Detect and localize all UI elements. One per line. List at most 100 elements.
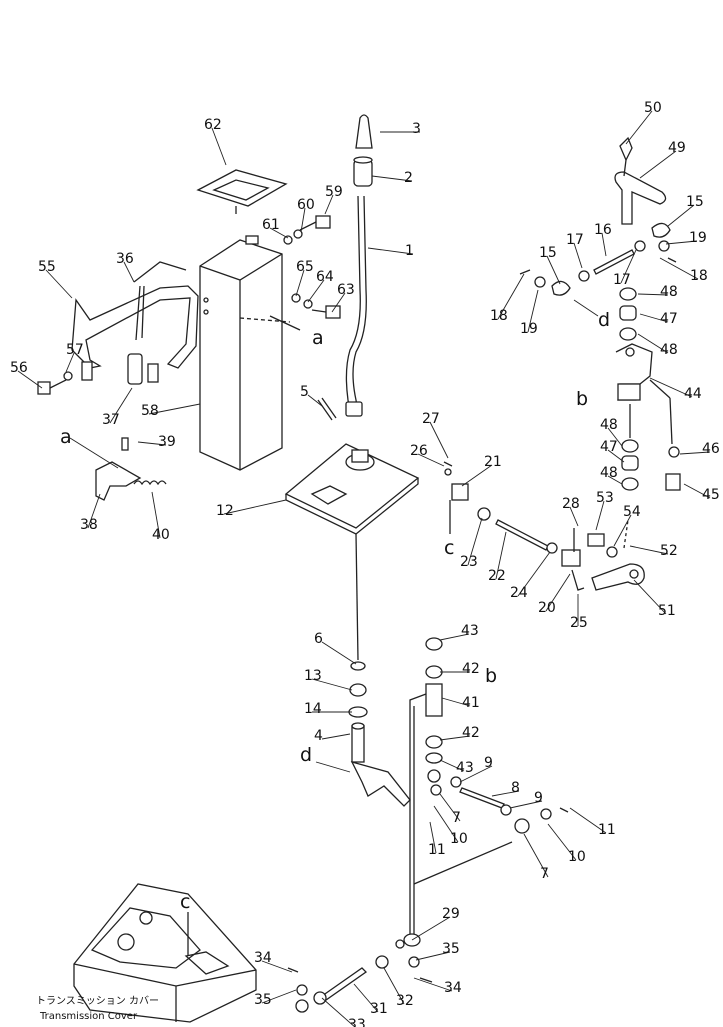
leader-line-c28: [569, 506, 579, 527]
leader-lines: [17, 110, 711, 1027]
leader-line-c48d: [607, 475, 623, 485]
leader-line-c38: [87, 493, 101, 529]
callout-c48c: 48: [600, 417, 618, 433]
leader-line-c35a: [415, 951, 451, 961]
callout-c21: 21: [484, 454, 502, 470]
callout-c35b: 35: [254, 992, 272, 1008]
callout-c24: 24: [510, 585, 528, 601]
leader-line-c43b: [439, 759, 465, 772]
callout-c48a: 48: [660, 284, 678, 300]
leader-line-c7b: [523, 833, 549, 878]
callout-c61: 61: [262, 217, 280, 233]
caption-japanese: トランスミッション カバー: [36, 995, 159, 1007]
callout-c22: 22: [488, 568, 506, 584]
leader-line-c35b: [261, 989, 297, 1004]
callout-c59: 59: [325, 184, 343, 200]
ref-letter-ra1: a: [312, 327, 324, 349]
leader-line-c42b: [439, 735, 471, 741]
callout-c7a: 7: [452, 810, 461, 826]
leader-line-c15a: [667, 204, 695, 227]
callout-c25: 25: [570, 615, 588, 631]
shift-knob: [355, 114, 373, 149]
leader-line-c53: [595, 500, 605, 531]
callout-c48d: 48: [600, 465, 618, 481]
callout-c39: 39: [158, 434, 176, 450]
callout-c15b: 15: [539, 245, 557, 261]
leader-line-c18a: [659, 257, 699, 280]
callout-c50: 50: [644, 100, 662, 116]
callout-c55: 55: [38, 259, 56, 275]
callout-c35a: 35: [442, 941, 460, 957]
base-plate: [284, 443, 420, 661]
leader-line-c37: [109, 387, 133, 424]
callout-c60: 60: [297, 197, 315, 213]
callout-c37: 37: [102, 412, 120, 428]
leader-line-c60: [300, 207, 306, 233]
bolt-56-57: [37, 371, 73, 395]
leader-line-c50: [625, 110, 653, 145]
callout-c48b: 48: [660, 342, 678, 358]
callout-c28: 28: [562, 496, 580, 512]
leader-line-c32: [383, 967, 405, 1005]
leader-line-c51: [633, 579, 667, 615]
leader-line-c43a: [439, 633, 470, 641]
leader-line-c5: [307, 394, 323, 407]
lever-boot: [353, 156, 373, 187]
callout-c40: 40: [152, 527, 170, 543]
cover-plate: [196, 169, 288, 214]
ref-letter-ra2: a: [60, 426, 72, 448]
callout-c8: 8: [511, 780, 520, 796]
callout-c20: 20: [538, 600, 556, 616]
ref-letter-rd2: d: [300, 744, 312, 766]
leader-line-c24: [517, 551, 551, 597]
callout-c49: 49: [668, 140, 686, 156]
callout-c41: 41: [462, 695, 480, 711]
callout-c9b: 9: [534, 790, 543, 806]
leader-line-c12: [223, 499, 287, 515]
leader-line-c45: [683, 483, 711, 499]
leader-line-c65: [295, 269, 305, 297]
callout-c44: 44: [684, 386, 702, 402]
callout-c15a: 15: [686, 194, 704, 210]
leader-line-c55: [45, 269, 73, 299]
callout-c46: 46: [702, 441, 720, 457]
leader-line-c47a: [639, 313, 669, 323]
callout-c11b: 11: [598, 822, 616, 838]
leader-line-c18b: [497, 273, 525, 320]
leader-line-c19b: [527, 289, 539, 333]
pin-5: [317, 397, 337, 421]
leader-line-c63: [331, 292, 346, 313]
leader-line-c29: [411, 916, 451, 941]
callout-c65: 65: [296, 259, 314, 275]
leader-line-c20: [545, 573, 571, 612]
leader-line-c48a: [637, 293, 669, 296]
callout-c54: 54: [623, 504, 641, 520]
leader-line-c41: [441, 697, 471, 707]
callout-c13: 13: [304, 668, 322, 684]
callout-c38: 38: [80, 517, 98, 533]
ref-letter-rb1: b: [576, 388, 588, 410]
leader-line-c36: [123, 261, 135, 283]
ref-letter-rd1: d: [598, 309, 610, 331]
callout-c58: 58: [141, 403, 159, 419]
leader-line-c58: [148, 403, 201, 415]
lower-bracket-4: [315, 661, 411, 807]
callout-c62: 62: [204, 117, 222, 133]
leader-line-c59: [324, 194, 334, 215]
leader-line-c31: [353, 983, 379, 1013]
bracket-44: [615, 343, 681, 491]
leader-line-c64: [307, 279, 325, 303]
leader-line-c46: [679, 451, 711, 455]
guard-frame: [71, 261, 199, 383]
leader-line-c2: [371, 175, 413, 182]
callout-c52: 52: [660, 543, 678, 559]
callout-c17b: 17: [613, 272, 631, 288]
callout-c1: 1: [405, 243, 414, 259]
leader-line-c11a: [429, 821, 437, 854]
callout-c51: 51: [658, 603, 676, 619]
callout-c6: 6: [314, 631, 323, 647]
leader-line-c34b: [261, 960, 293, 973]
callout-c10b: 10: [568, 849, 586, 865]
